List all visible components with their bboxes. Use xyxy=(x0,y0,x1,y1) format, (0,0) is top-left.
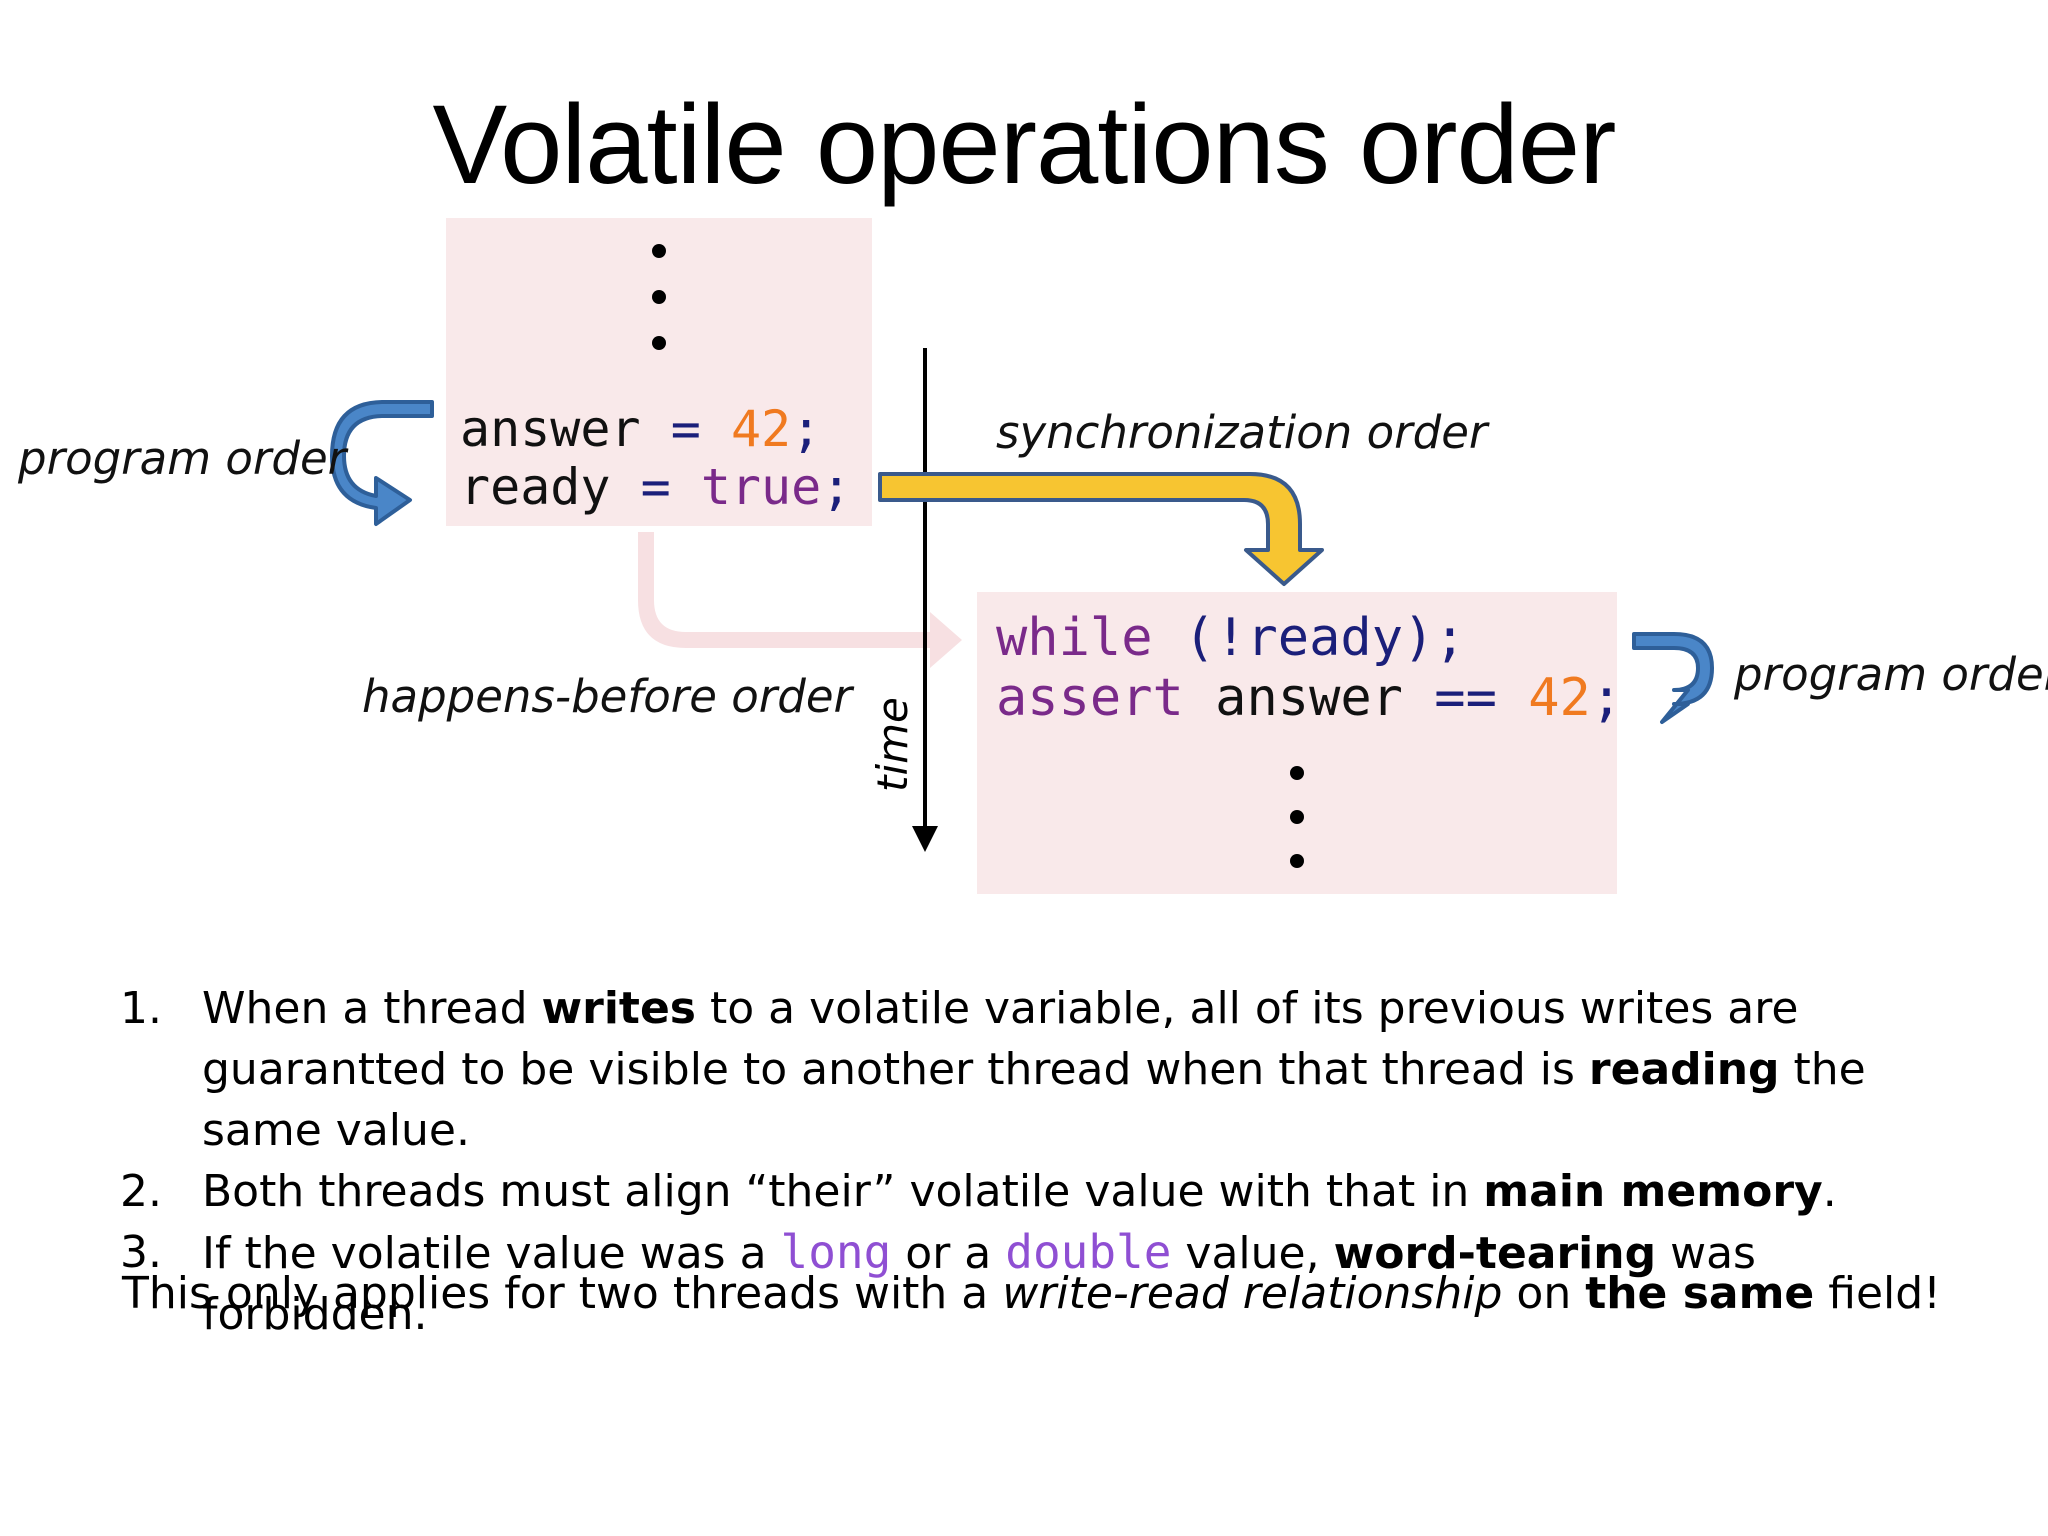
list-code: double xyxy=(1005,1225,1172,1279)
list-item: 1. When a thread writes to a volatile var… xyxy=(120,978,1980,1161)
code-line-while: while (!ready); xyxy=(996,612,1466,664)
list-item: 2. Both threads must align “their” volati… xyxy=(120,1161,1980,1222)
code-number: 42 xyxy=(1496,668,1591,728)
code-keyword: assert xyxy=(996,668,1184,728)
code-line-assert: assert answer == 42; xyxy=(996,672,1622,724)
dot xyxy=(652,244,666,258)
list-code: long xyxy=(780,1225,892,1279)
list-bold: writes xyxy=(541,983,697,1034)
synchronization-order-label: synchronization order xyxy=(996,406,1488,459)
slide-title: Volatile operations order xyxy=(432,82,1617,207)
code-semicolon: ; xyxy=(1590,668,1623,728)
list-item: 3.If the volatile value was a long or a … xyxy=(120,1222,1980,1345)
note-italic: write-read relationship xyxy=(1002,1268,1503,1319)
program-order-label-left: program order xyxy=(18,432,347,485)
list-text: the same value. xyxy=(202,1044,1866,1156)
code-operator: == xyxy=(1434,668,1497,728)
program-order-arrow-left xyxy=(330,400,434,526)
writer-code-box xyxy=(446,218,872,526)
note-text: on xyxy=(1502,1268,1586,1319)
footnote: This only applies for two threads with a… xyxy=(122,1268,1941,1319)
happens-before-order-label: happens-before order xyxy=(362,670,853,723)
synchronization-order-arrow xyxy=(878,472,1324,586)
reader-code-box xyxy=(977,592,1617,894)
code-keyword: while xyxy=(996,608,1153,668)
note-text: This only applies for two threads with a xyxy=(122,1268,1003,1319)
time-axis-arrowhead xyxy=(912,826,938,852)
points-list: 1. When a thread writes to a volatile var… xyxy=(120,978,1980,1345)
dot xyxy=(652,336,666,350)
code-operator: = xyxy=(640,400,731,458)
list-text: Both threads must align “their” volatile… xyxy=(202,1166,1484,1217)
list-text: was forbidden. xyxy=(202,1228,1756,1340)
program-order-arrow-right xyxy=(1632,632,1714,724)
list-bold: word-tearing xyxy=(1333,1228,1657,1279)
list-text: . xyxy=(1822,1166,1837,1217)
time-label: time xyxy=(868,697,917,792)
list-text: When a thread xyxy=(202,983,542,1034)
list-number: 2. xyxy=(120,1166,162,1217)
list-text: If the volatile value was a xyxy=(202,1228,781,1279)
dot xyxy=(1290,854,1304,868)
list-bold: reading xyxy=(1588,1044,1780,1095)
happens-before-arrow xyxy=(638,532,962,668)
code-semicolon: ; xyxy=(821,458,852,516)
note-bold: the same xyxy=(1585,1268,1815,1319)
code-keyword: true xyxy=(700,458,822,516)
dot xyxy=(1290,810,1304,824)
program-order-label-right: program order xyxy=(1734,648,2048,701)
list-text: or a xyxy=(891,1228,1006,1279)
list-text: value, xyxy=(1171,1228,1334,1279)
code-operator: = xyxy=(610,458,701,516)
list-number: 3. xyxy=(120,1227,162,1278)
list-text: to a volatile variable, all of its previ… xyxy=(202,983,1799,1095)
code-line-ready: ready = true; xyxy=(460,462,851,512)
code-var: answer xyxy=(460,400,641,458)
code-condition: (!ready); xyxy=(1152,608,1466,668)
code-number: 42 xyxy=(730,400,792,458)
code-var: answer xyxy=(1183,668,1435,728)
code-line-answer: answer = 42; xyxy=(460,404,821,454)
list-bold: main memory xyxy=(1483,1166,1823,1217)
dot xyxy=(1290,766,1304,780)
code-var: ready xyxy=(460,458,611,516)
code-semicolon: ; xyxy=(791,400,822,458)
note-text: field! xyxy=(1814,1268,1941,1319)
list-number: 1. xyxy=(120,983,162,1034)
dot xyxy=(652,290,666,304)
